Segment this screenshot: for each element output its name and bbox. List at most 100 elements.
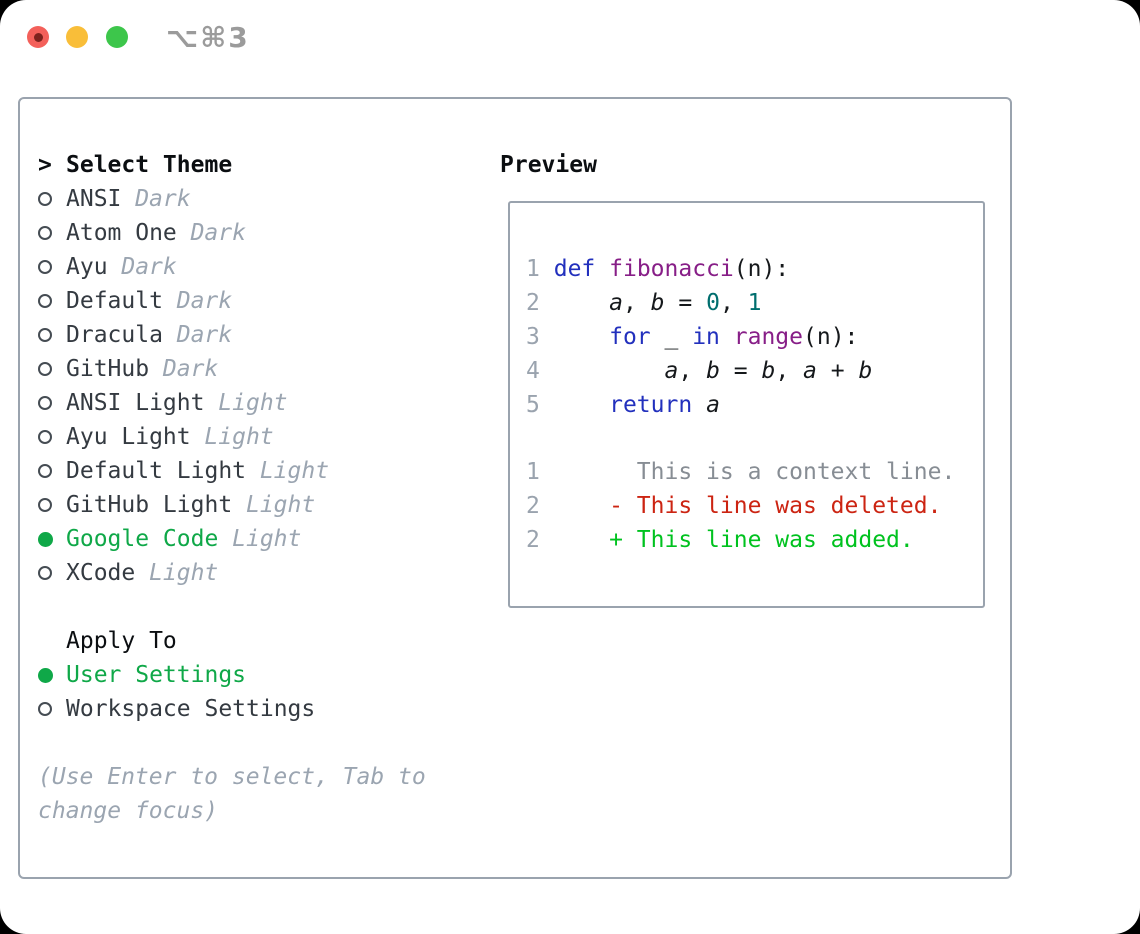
code-token: ,	[775, 357, 804, 384]
line-number: 2	[526, 289, 540, 316]
code-token	[692, 392, 706, 418]
theme-variant-label: Dark	[135, 186, 191, 212]
radio-slot	[38, 396, 66, 410]
window-minimize-button[interactable]	[66, 26, 88, 48]
theme-option-github-dark[interactable]: GitHub Dark	[38, 352, 426, 386]
code-token: a	[706, 391, 720, 418]
preview-line: 4 a, b = b, a + b	[526, 355, 955, 389]
theme-option-label: Default	[66, 288, 163, 314]
radio-unselected-icon	[38, 260, 52, 274]
theme-variant-label: Dark	[176, 288, 233, 314]
line-number: 3	[526, 323, 540, 350]
code-token: b	[858, 357, 873, 384]
theme-variant-label: Light	[245, 492, 316, 518]
radio-slot	[38, 566, 66, 580]
radio-unselected-icon	[38, 396, 52, 410]
theme-variant-label: Dark	[162, 356, 219, 382]
radio-slot	[38, 667, 66, 683]
theme-list-header: >Select Theme	[38, 148, 426, 182]
radio-slot	[38, 702, 66, 716]
code-token: _	[650, 323, 693, 350]
radio-slot	[38, 328, 66, 342]
radio-unselected-icon	[38, 702, 52, 716]
radio-slot	[38, 531, 66, 547]
radio-unselected-icon	[38, 430, 52, 444]
theme-option-github-light-light[interactable]: GitHub Light Light	[38, 488, 426, 522]
theme-option-label: ANSI Light	[66, 390, 205, 416]
code-token: range	[733, 323, 804, 350]
code-token: b	[650, 289, 665, 316]
radio-unselected-icon	[38, 498, 52, 512]
code-token: This is a context line.	[553, 459, 956, 486]
code-token: =	[664, 289, 707, 316]
code-token: - This line was deleted.	[553, 493, 942, 520]
radio-slot	[38, 226, 66, 240]
preview-line: 2 + This line was added.	[526, 524, 955, 558]
code-token: b	[706, 357, 720, 384]
apply-to-header: Apply To	[38, 624, 426, 658]
code-token	[554, 392, 609, 418]
theme-option-label: Default Light	[66, 458, 247, 484]
selection-caret-icon: >	[38, 152, 52, 178]
caret-slot: >	[38, 152, 66, 178]
line-number: 5	[526, 391, 540, 418]
theme-option-label: Atom One	[66, 220, 177, 246]
theme-variant-label: Dark	[176, 322, 233, 348]
preview-line: 3 for _ in range(n):	[526, 321, 955, 355]
spacer	[38, 590, 426, 624]
code-token	[554, 324, 609, 350]
line-number: 1	[526, 256, 540, 282]
window-close-button[interactable]	[27, 26, 49, 48]
code-token: (n):	[733, 256, 790, 282]
apply-option-workspace-settings[interactable]: Workspace Settings	[38, 692, 426, 726]
main-panel	[18, 97, 1012, 879]
theme-option-label: Ayu Light	[66, 424, 191, 450]
theme-option-label: Google Code	[66, 526, 219, 552]
theme-option-dracula-dark[interactable]: Dracula Dark	[38, 318, 426, 352]
theme-option-label: Dracula	[66, 322, 163, 348]
apply-option-label: Workspace Settings	[66, 696, 316, 722]
theme-variant-label: Light	[149, 560, 219, 586]
radio-slot	[38, 498, 66, 512]
code-token: return	[609, 391, 693, 418]
code-token: in	[692, 323, 720, 350]
code-token	[595, 256, 609, 282]
help-text: (Use Enter to select, Tab to	[38, 764, 426, 790]
radio-slot	[38, 294, 66, 308]
code-token: (n):	[803, 323, 859, 350]
preview-line: 5 return a	[526, 389, 955, 423]
theme-option-label: GitHub	[66, 356, 150, 382]
theme-option-default-dark[interactable]: Default Dark	[38, 284, 426, 318]
code-token: 0	[706, 289, 720, 316]
radio-slot	[38, 464, 66, 478]
radio-slot	[38, 430, 66, 444]
radio-selected-icon	[38, 531, 53, 547]
code-token: ,	[678, 357, 707, 384]
radio-unselected-icon	[38, 294, 52, 308]
preview-line: 2 - This line was deleted.	[526, 490, 955, 524]
preview-line	[526, 423, 955, 457]
apply-option-user-settings[interactable]: User Settings	[38, 658, 426, 692]
window-zoom-button[interactable]	[106, 26, 128, 48]
theme-option-default-light-light[interactable]: Default Light Light	[38, 454, 426, 488]
code-token: fibonacci	[609, 256, 734, 282]
code-token: b	[761, 357, 776, 384]
theme-variant-label: Dark	[121, 254, 177, 280]
preview-line: 1 def fibonacci(n):	[526, 253, 955, 287]
code-token: ,	[719, 289, 748, 316]
code-token	[720, 324, 734, 350]
code-token	[554, 358, 665, 384]
theme-option-label: GitHub Light	[66, 492, 233, 518]
code-token: a	[609, 289, 623, 316]
preview-pane: 1 def fibonacci(n):2 a, b = 0, 1 3 for _ …	[508, 201, 985, 608]
preview-line: 1 This is a context line.	[526, 456, 955, 490]
theme-variant-label: Light	[259, 458, 330, 484]
